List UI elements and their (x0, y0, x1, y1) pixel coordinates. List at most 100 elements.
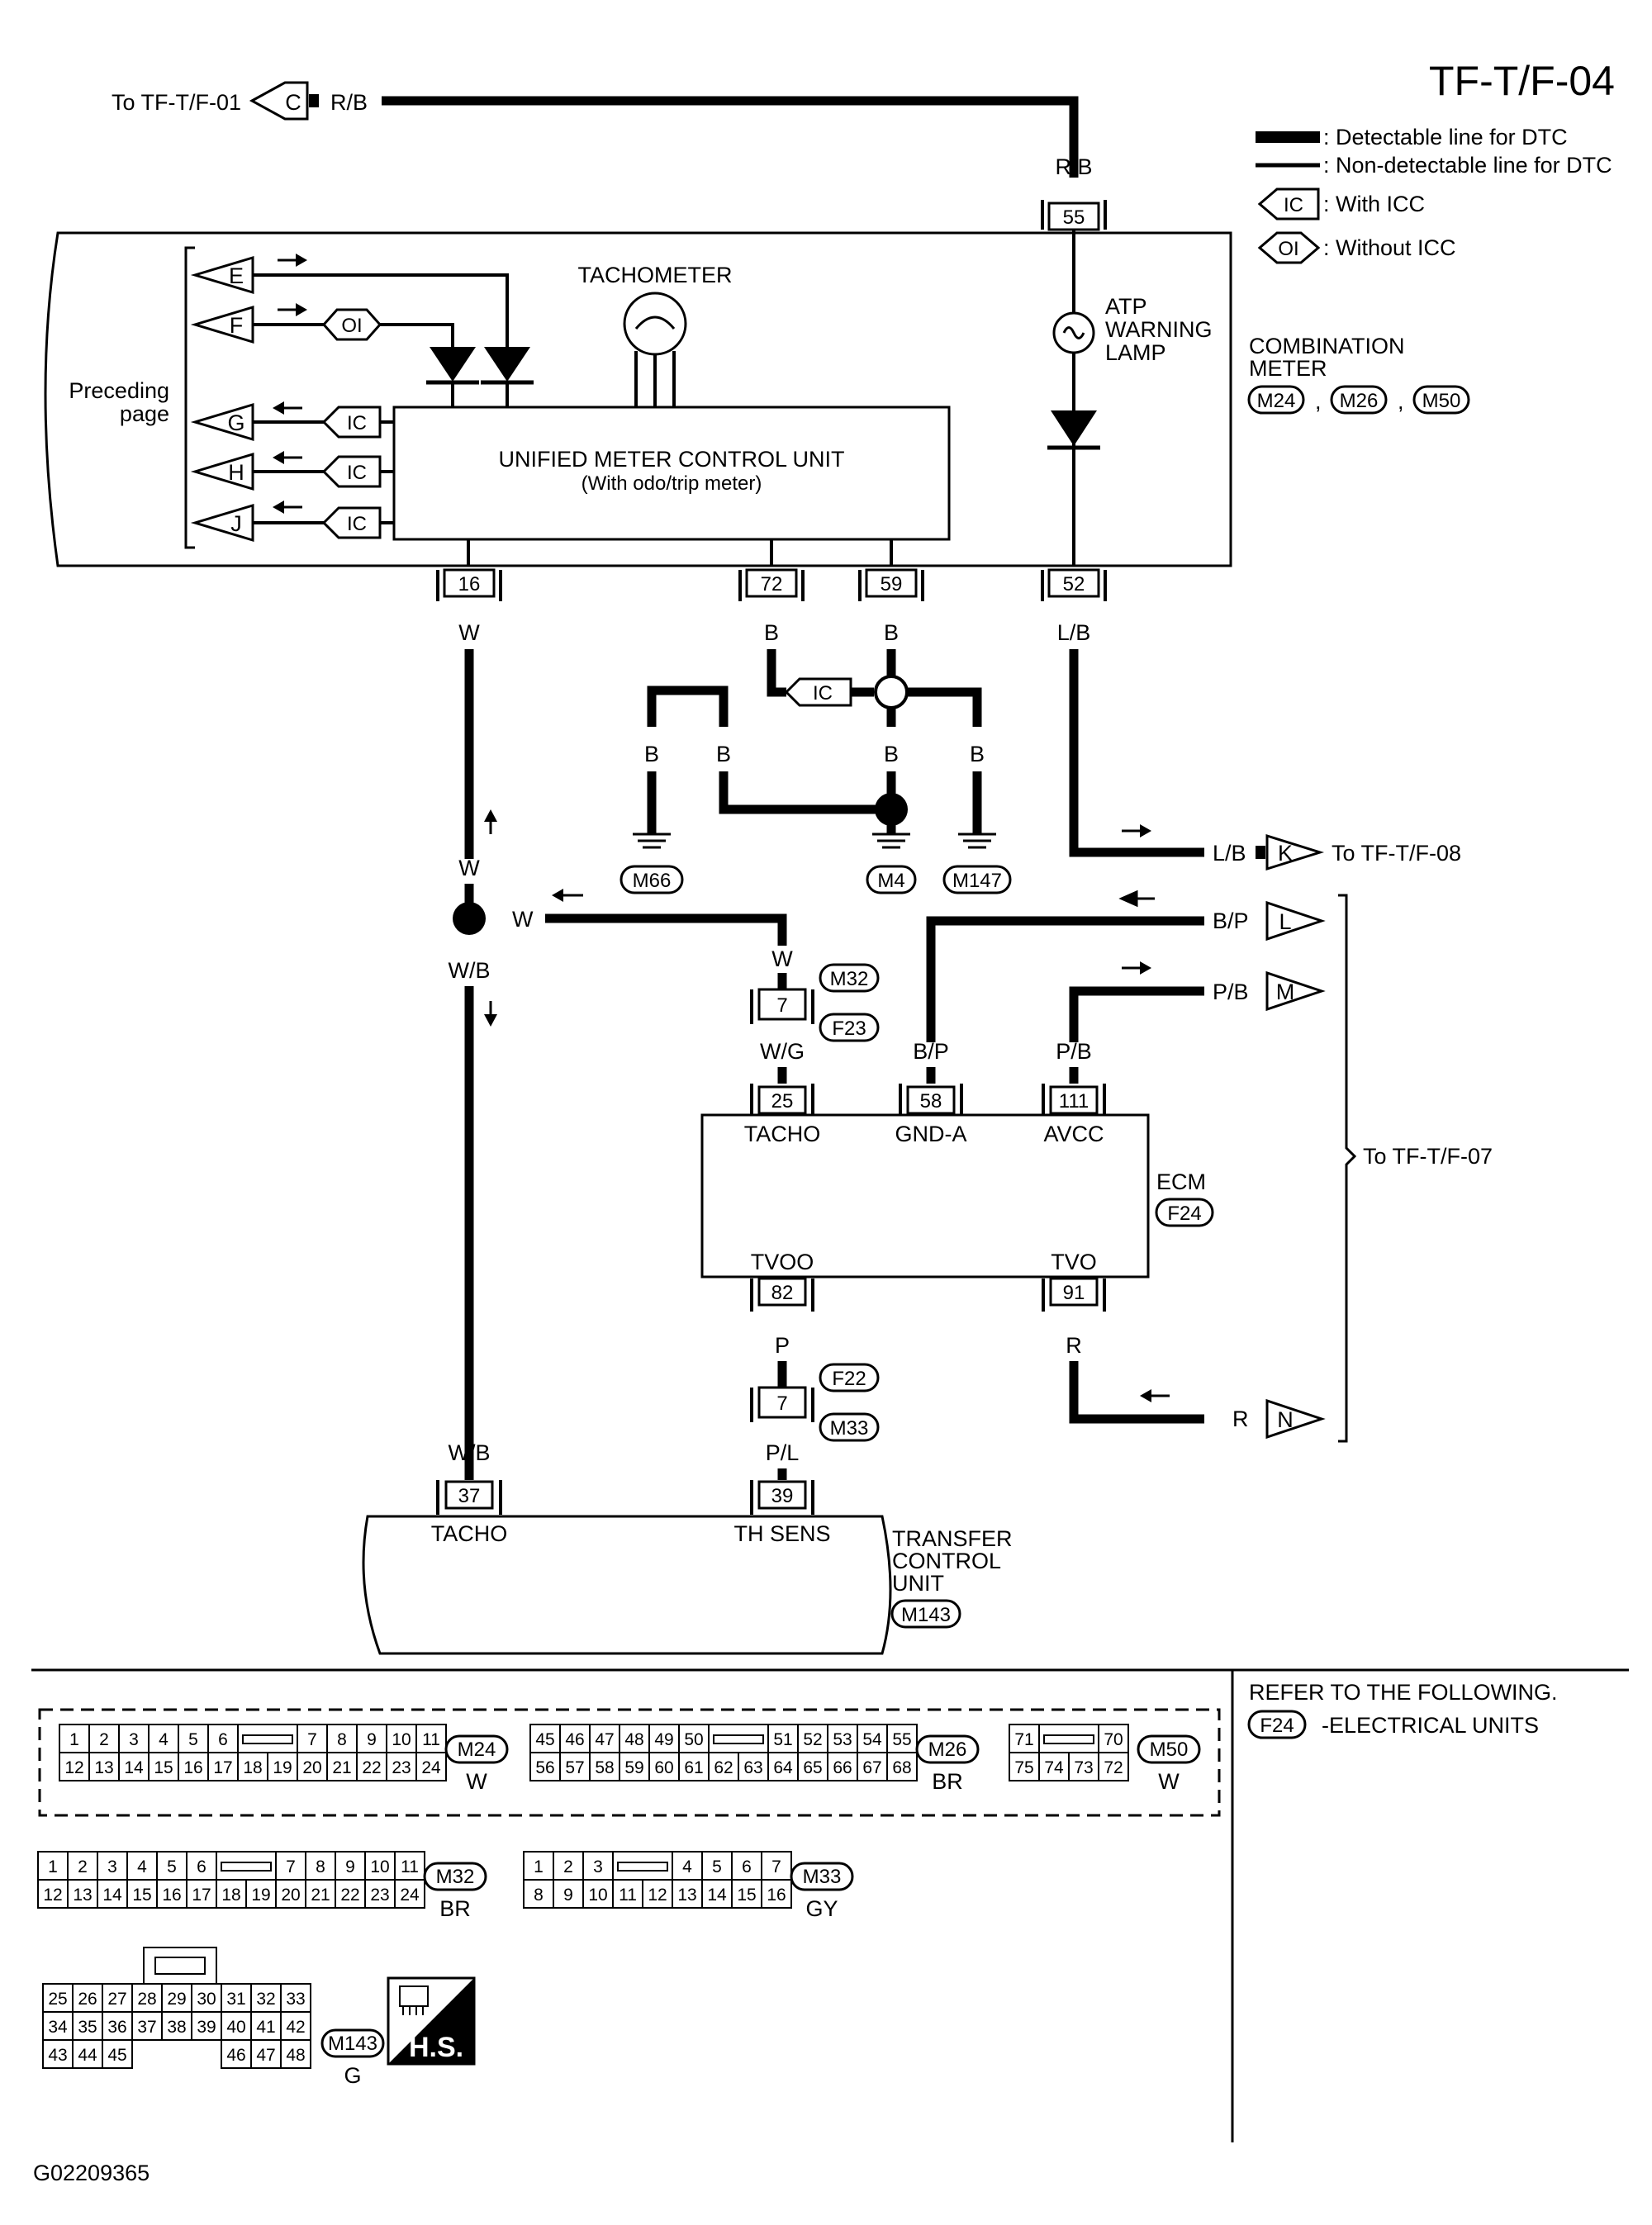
pin-cell: 47 (595, 1730, 614, 1749)
svg-text:M143: M143 (901, 1604, 951, 1626)
page-title: TF-T/F-04 (1429, 58, 1615, 104)
svg-text:R: R (1066, 1333, 1082, 1358)
pin-cell: 11 (619, 1886, 637, 1905)
svg-text:B: B (716, 742, 731, 766)
pin-cell: 9 (367, 1730, 377, 1749)
svg-text:TVO: TVO (1051, 1250, 1097, 1274)
svg-text:IC: IC (347, 462, 367, 484)
combination-meter-box (44, 231, 1232, 567)
svg-text:G: G (227, 410, 244, 435)
input-f: F OI (190, 303, 454, 347)
svg-text:59: 59 (881, 573, 903, 595)
svg-text:P: P (775, 1333, 790, 1358)
svg-text:(With odo/trip meter): (With odo/trip meter) (582, 472, 762, 495)
tachometer-gauge-icon (623, 292, 687, 356)
pin-cell: 20 (281, 1886, 300, 1905)
pin-cell: 64 (773, 1758, 793, 1777)
svg-text:F24: F24 (1260, 1715, 1294, 1737)
pin-72-connector: 72 (738, 568, 805, 601)
svg-text:TVOO: TVOO (751, 1250, 814, 1274)
atp-warning-lamp-label: ATP (1105, 294, 1147, 319)
pin-cell: 8 (316, 1857, 325, 1876)
pin-cell: 5 (188, 1730, 198, 1749)
svg-text:B/P: B/P (1213, 909, 1249, 933)
pin-cell: 12 (648, 1886, 667, 1905)
svg-text:OI: OI (1278, 238, 1298, 260)
pin-cell: 38 (167, 2018, 186, 2037)
ecm-pin-111: 111 (1042, 1084, 1106, 1115)
pin-cell: 1 (69, 1730, 79, 1749)
svg-text:W/B: W/B (449, 958, 491, 983)
ecm-pin-58: 58 (899, 1084, 963, 1115)
pin-cell: 23 (370, 1886, 389, 1905)
tcu-pin-39: 39 (750, 1480, 814, 1515)
rb-detectable-line (382, 96, 1079, 178)
tacho-input-diodes (426, 347, 534, 407)
pin-cell: 41 (256, 2018, 275, 2037)
svg-text:C: C (285, 90, 301, 115)
pin-cell: 17 (192, 1886, 211, 1905)
svg-text:TACHO: TACHO (431, 1521, 508, 1546)
pin-cell: 32 (256, 1990, 275, 2009)
tf-t-f-07-brace (1338, 894, 1357, 1443)
pin-cell: 60 (654, 1758, 673, 1777)
pin-cell: 20 (302, 1758, 321, 1777)
pin-cell: 46 (565, 1730, 584, 1749)
pin-cell: 40 (226, 2018, 245, 2037)
svg-text:CONTROL: CONTROL (892, 1549, 1001, 1573)
legend: : Detectable line for DTC : Non-detectab… (1256, 125, 1612, 264)
svg-text:B: B (970, 742, 985, 766)
svg-text:W: W (458, 856, 480, 880)
pin-cell: 52 (803, 1730, 822, 1749)
svg-text:IC: IC (1284, 194, 1303, 216)
pin-cell: 3 (129, 1730, 139, 1749)
pin-cell: 53 (833, 1730, 852, 1749)
input-j: J IC (190, 501, 394, 543)
pin-cell: 36 (107, 2018, 126, 2037)
svg-text:B: B (884, 620, 899, 645)
svg-text:: Detectable line for DTC: : Detectable line for DTC (1323, 125, 1568, 149)
svg-text:M4: M4 (877, 870, 904, 892)
pin-cell: 29 (167, 1990, 186, 2009)
svg-text:OI: OI (341, 315, 362, 337)
pin-cell: 43 (48, 2046, 67, 2065)
hs-label: H.S. (409, 2032, 463, 2063)
connector-color: BR (932, 1769, 963, 1794)
pin-cell: 75 (1014, 1758, 1033, 1777)
svg-text:J: J (230, 511, 242, 536)
pin-cell: 6 (742, 1857, 752, 1876)
svg-text:M33: M33 (830, 1417, 869, 1440)
svg-text:IC: IC (347, 412, 367, 434)
pin-cell: 67 (862, 1758, 881, 1777)
svg-text:TACHO: TACHO (744, 1122, 821, 1146)
svg-text:W: W (458, 620, 480, 645)
pin-cell: 4 (137, 1857, 147, 1876)
connector-id: M24 (458, 1739, 496, 1761)
connector-l-arrow (1265, 900, 1326, 942)
svg-text:16: 16 (458, 573, 481, 595)
connector-icon (399, 1985, 429, 2007)
pin-cell: 68 (892, 1758, 911, 1777)
pin-cell: 18 (221, 1886, 240, 1905)
pin-cell: 35 (78, 2018, 97, 2037)
ecm-pin-25: 25 (750, 1084, 814, 1115)
svg-text:WARNING: WARNING (1105, 317, 1213, 342)
pin-cell: 26 (78, 1990, 97, 2009)
svg-text:W: W (512, 907, 534, 932)
svg-text:,: , (1398, 389, 1404, 414)
pin-cell: 70 (1104, 1730, 1123, 1749)
connector-id: M143 (328, 2033, 377, 2055)
pin-cell: 15 (154, 1758, 173, 1777)
svg-text:L: L (1279, 909, 1291, 934)
pin-cell: 13 (677, 1886, 696, 1905)
svg-text:72: 72 (761, 573, 783, 595)
connector-id: M26 (928, 1739, 967, 1761)
svg-text:R: R (1232, 1407, 1249, 1431)
svg-text:7: 7 (776, 1392, 787, 1415)
svg-text:P/B: P/B (1056, 1039, 1092, 1064)
pin-cell: 7 (307, 1730, 317, 1749)
svg-text:B/P: B/P (913, 1039, 949, 1064)
